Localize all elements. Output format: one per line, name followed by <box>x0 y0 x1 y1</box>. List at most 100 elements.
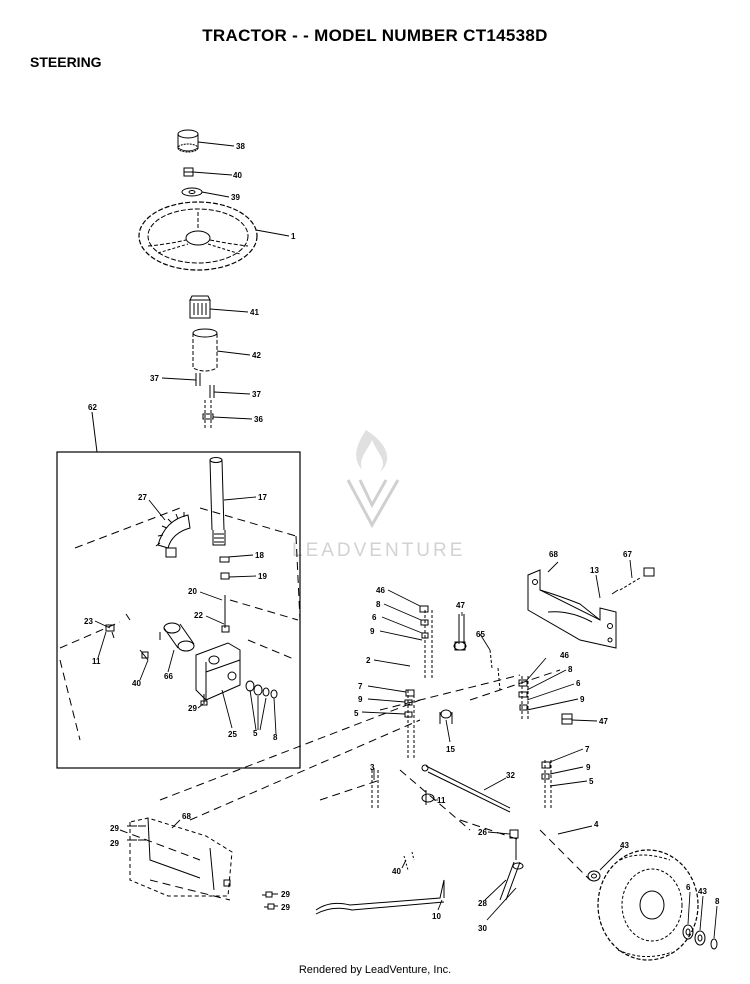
watermark-brand: LEADVENTURE <box>292 540 465 561</box>
part-label: 4 <box>594 820 599 829</box>
part-label: 13 <box>590 566 599 575</box>
part-label: 40 <box>233 171 242 180</box>
part-label: 28 <box>478 899 487 908</box>
pinion-parts-icon <box>219 556 230 633</box>
pivot-15-icon <box>439 709 453 724</box>
part-label: 6 <box>686 883 691 892</box>
part-label: 9 <box>586 763 591 772</box>
part-label: 11 <box>92 657 101 666</box>
link-28-30-icon <box>499 829 524 901</box>
nut-40-icon <box>183 167 194 177</box>
part-label: 66 <box>164 672 173 681</box>
part-label: 18 <box>255 551 264 560</box>
link-65-icon <box>489 649 501 691</box>
part-label: 11 <box>437 796 446 805</box>
part-label: 8 <box>568 665 573 674</box>
part-label: 26 <box>478 828 487 837</box>
part-label: 5 <box>253 729 258 738</box>
part-label: 7 <box>585 745 590 754</box>
part-label: 67 <box>623 550 632 559</box>
part-label: 29 <box>188 704 197 713</box>
part-label: 17 <box>258 493 267 502</box>
spindle-left-parts-icon <box>404 605 429 718</box>
part-label: 9 <box>358 695 363 704</box>
part-label: 15 <box>446 745 455 754</box>
part-label: 46 <box>560 651 569 660</box>
part-label: 41 <box>250 308 259 317</box>
part-label: 9 <box>370 627 375 636</box>
wheel-washers-icon <box>682 924 718 950</box>
part-label: 37 <box>252 390 261 399</box>
part-label: 47 <box>599 717 608 726</box>
spacer-66-icon <box>159 622 195 652</box>
front-wheel-icon <box>597 849 699 961</box>
bolt-67-icon <box>611 567 655 595</box>
part-label: 65 <box>476 630 485 639</box>
assembly-62-box <box>56 451 301 769</box>
part-label: 8 <box>273 733 278 742</box>
steering-wheel-icon <box>138 201 258 271</box>
part-label: 43 <box>698 887 707 896</box>
part-label: 39 <box>231 193 240 202</box>
part-label: 32 <box>506 771 515 780</box>
part-label: 22 <box>194 611 203 620</box>
part-label: 29 <box>110 824 119 833</box>
frame-dashes-in-box <box>59 507 301 741</box>
part-label: 19 <box>258 572 267 581</box>
footer-credit: Rendered by LeadVenture, Inc. <box>298 964 452 976</box>
part-label: 8 <box>376 600 381 609</box>
part-label: 7 <box>358 682 363 691</box>
part-label: 3 <box>370 763 375 772</box>
part-label: 6 <box>372 613 377 622</box>
steering-shaft-17-icon <box>209 457 226 546</box>
sector-gear-27-icon <box>155 512 191 558</box>
part-label: 8 <box>715 897 720 906</box>
box-62-leader <box>91 411 98 453</box>
bolt-29-box-icon <box>200 694 208 706</box>
part-label: 5 <box>354 709 359 718</box>
leader-lines <box>94 141 718 939</box>
part-label: 68 <box>182 812 191 821</box>
bolts-29-left-icon <box>127 825 137 841</box>
part-label: 10 <box>432 912 441 921</box>
part-label: 20 <box>188 587 197 596</box>
bolts-37-icon <box>195 373 215 398</box>
steering-cap-icon <box>177 129 199 153</box>
part-label: 5 <box>589 777 594 786</box>
part-label: 40 <box>392 867 401 876</box>
part-label: 46 <box>376 586 385 595</box>
bracket-25-icon <box>195 642 241 701</box>
column-sleeve-42-icon <box>192 328 218 372</box>
part-label: 40 <box>132 679 141 688</box>
part-label: 23 <box>84 617 93 626</box>
frame-plate-68-left-icon <box>129 817 233 897</box>
drag-link-32-icon <box>421 764 511 813</box>
small-parts-23-11-40-icon <box>105 613 149 661</box>
part-label: 27 <box>138 493 147 502</box>
bolt-47-left-icon <box>453 614 467 651</box>
section-title: STEERING <box>30 54 102 70</box>
adapter-41-icon <box>189 295 211 319</box>
part-label: 29 <box>281 903 290 912</box>
part-label: 9 <box>580 695 585 704</box>
part-label: 37 <box>150 374 159 383</box>
part-labels: 38 40 39 1 41 42 37 37 36 62 17 27 18 19… <box>84 142 720 933</box>
part-label: 2 <box>366 656 371 665</box>
part-label: 6 <box>576 679 581 688</box>
part-label: 62 <box>88 403 97 412</box>
shaft-36-icon <box>202 400 214 430</box>
bracket-68-right-icon <box>527 569 617 649</box>
part-label: 1 <box>291 232 296 241</box>
page-title: TRACTOR - - MODEL NUMBER CT14538D <box>202 26 548 45</box>
spindle-right-icon <box>521 676 552 810</box>
tie-rod-10-icon <box>315 879 445 915</box>
misc-part-40-lower-icon <box>403 851 415 871</box>
nut-47-right-icon <box>561 713 573 725</box>
spindle-right-parts-icon <box>518 679 551 780</box>
part-label: 25 <box>228 730 237 739</box>
part-label: 30 <box>478 924 487 933</box>
part-label: 43 <box>620 841 629 850</box>
washers-5-8-icon <box>245 680 278 699</box>
